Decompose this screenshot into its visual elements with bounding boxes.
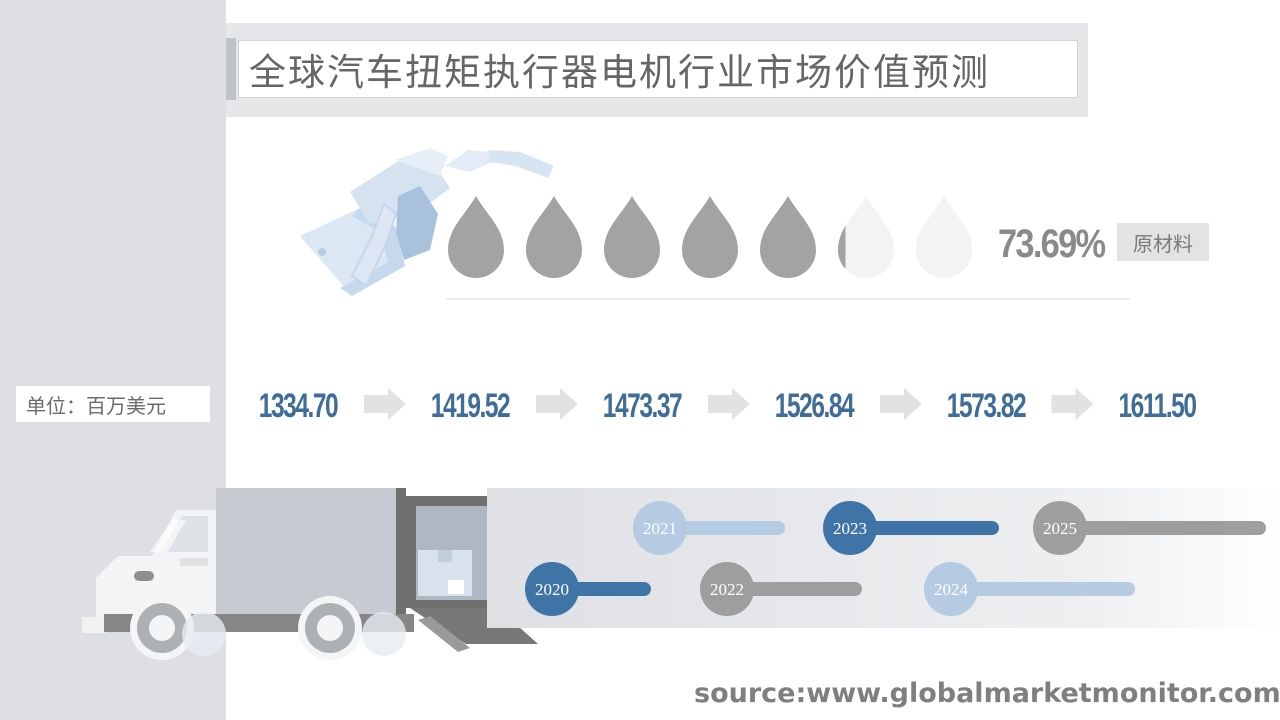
year-label: 2024	[934, 580, 969, 599]
truck-icon	[82, 488, 538, 660]
year-label: 2023	[833, 519, 867, 538]
drop-3	[604, 196, 660, 278]
drop-2	[526, 196, 582, 278]
timeline-circle	[1033, 501, 1087, 555]
drop-6	[838, 196, 894, 278]
arrow-icon	[1051, 388, 1094, 420]
raw-material-label: 原材料	[1117, 223, 1209, 261]
timeline-marker-2024: 2024	[924, 562, 1135, 616]
timeline-circle	[700, 562, 754, 616]
fuel-nozzle-icon	[300, 148, 554, 296]
value-arrows	[364, 388, 1094, 420]
title-box: 全球汽车扭矩执行器电机行业市场价值预测	[238, 40, 1078, 98]
timeline-marker-2025: 2025	[1033, 501, 1266, 555]
timeline-strip	[487, 488, 1280, 628]
value-2022: 1473.37	[602, 387, 683, 425]
source-text: source:www.globalmarketmonitor.com	[694, 678, 1280, 709]
year-label: 2021	[643, 519, 677, 538]
timeline-marker-2021: 2021	[633, 501, 785, 555]
arrow-icon	[880, 388, 922, 420]
timeline-circle	[633, 501, 687, 555]
page-title: 全球汽车扭矩执行器电机行业市场价值预测	[249, 51, 990, 94]
value-2024: 1573.82	[946, 387, 1027, 425]
raw-material-percent: 73.69%	[998, 222, 1106, 266]
arrow-icon	[536, 388, 578, 420]
year-timeline: 2020 2021 2022 2023 2024 2025	[525, 501, 1266, 616]
unit-label: 单位：百万美元	[16, 386, 210, 422]
timeline-marker-2020: 2020	[525, 562, 651, 616]
year-label: 2022	[710, 580, 744, 599]
timeline-circle	[823, 501, 877, 555]
raw-material-drops	[448, 196, 972, 278]
arrow-icon	[708, 388, 750, 420]
year-label: 2020	[535, 580, 569, 599]
year-label: 2025	[1043, 519, 1077, 538]
drop-5	[760, 196, 816, 278]
value-2023: 1526.84	[774, 387, 855, 425]
timeline-marker-2022: 2022	[700, 562, 862, 616]
value-2025: 1611.50	[1118, 387, 1197, 425]
drop-1	[448, 196, 504, 278]
value-2020: 1334.70	[258, 387, 339, 425]
timeline-marker-2023: 2023	[823, 501, 999, 555]
timeline-circle	[525, 562, 579, 616]
drop-7	[916, 196, 972, 278]
title-accent-bar	[226, 38, 236, 100]
timeline-circle	[924, 562, 978, 616]
arrow-icon	[364, 388, 406, 420]
value-2021: 1419.52	[430, 387, 511, 425]
drop-4	[682, 196, 738, 278]
